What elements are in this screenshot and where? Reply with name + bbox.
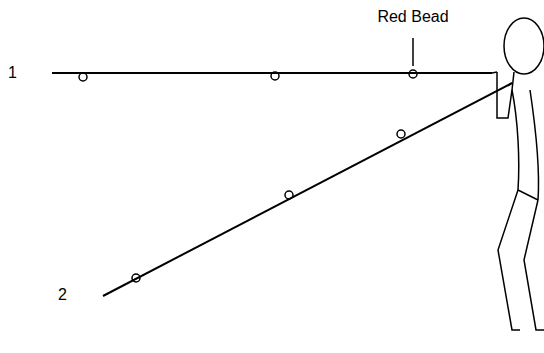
bead xyxy=(79,73,87,81)
wire xyxy=(103,83,512,296)
bead xyxy=(132,274,140,282)
bead xyxy=(397,130,405,138)
bead xyxy=(285,191,293,199)
bead xyxy=(409,70,417,78)
bead xyxy=(271,72,279,80)
callout-number: 1 xyxy=(8,64,17,82)
callout-number: 2 xyxy=(58,286,67,304)
part-label: Red Bead xyxy=(377,8,448,26)
person xyxy=(492,18,544,330)
leader-line xyxy=(412,38,414,66)
